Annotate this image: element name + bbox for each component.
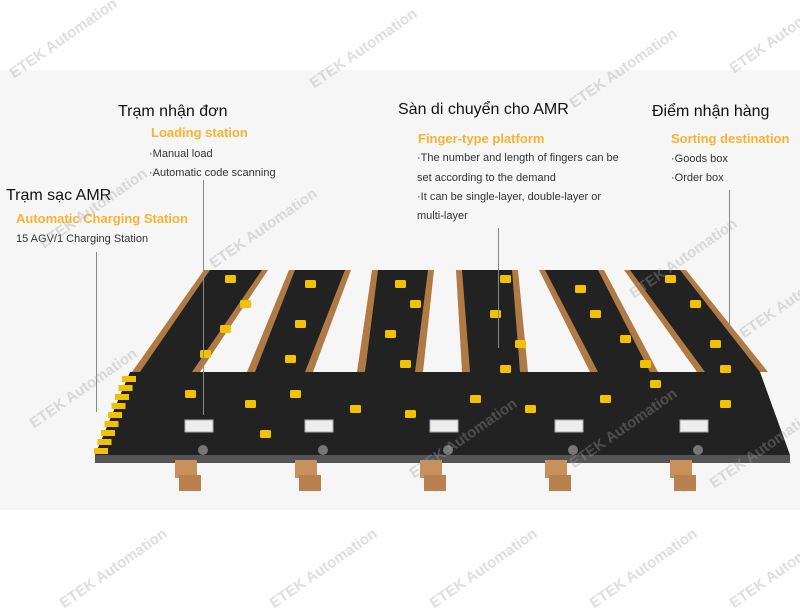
parcel-box [424,475,446,491]
amr-robot [260,430,271,438]
platform-edge [95,455,790,463]
platform-detail: ·The number and length of fingers can be [417,152,619,164]
amr-robot [720,400,731,408]
sorting-detail: ·Order box [671,172,724,184]
loading-scanner [429,419,459,433]
charging-robot [111,403,126,409]
loading-detail: ·Automatic code scanning [149,167,276,179]
amr-robot [620,335,631,343]
amr-robot [575,285,586,293]
parcel-box [295,460,317,478]
sorting-detail: ·Goods box [671,153,728,165]
platform-vn: Sàn di chuyển cho AMR [398,101,569,118]
sorting-pointer-line [729,190,730,330]
charging-robot [94,448,108,454]
charging-robot [118,385,133,391]
amr-robot [410,300,421,308]
amr-robot [185,390,196,398]
loading-station-en: Loading station [151,125,248,140]
charging-robot [104,421,119,427]
parcel-box [179,475,201,491]
operator [443,445,453,455]
amr-robot [500,365,511,373]
charging-detail: 15 AGV/1 Charging Station [16,233,149,245]
amr-robot [395,280,406,288]
charging-station-vn: Trạm sạc AMR [6,187,112,204]
amr-robot [665,275,676,283]
amr-robot [470,395,481,403]
amr-robot [350,405,361,413]
amr-robot [400,360,411,368]
charging-robot [101,430,115,436]
amr-robot [200,350,211,358]
parcel-box [549,475,571,491]
charging-robot [122,376,136,382]
charging-robot [115,394,129,400]
platform-finger [630,270,760,372]
parcel-box [420,460,442,478]
platform-finger [365,270,428,372]
loading-scanner [679,419,709,433]
amr-robot [515,340,526,348]
parcel-box [545,460,567,478]
amr-robot [590,310,601,318]
platform-finger [140,270,262,372]
amr-robot [385,330,396,338]
platform-en: Finger-type platform [418,131,545,146]
operator [198,445,208,455]
amr-robot [225,275,236,283]
platform-pointer-line [498,228,499,348]
charging-robot [108,412,122,418]
amr-robot [285,355,296,363]
amr-robot [720,365,731,373]
amr-robot [405,410,416,418]
platform-detail: ·It can be single-layer, double-layer or [417,191,602,203]
amr-robot [600,395,611,403]
amr-robot [690,300,701,308]
operator [693,445,703,455]
loading-scanner [184,419,214,433]
amr-robot [490,310,501,318]
operator [318,445,328,455]
amr-robot [220,325,231,333]
parcel-box [175,460,197,478]
amr-robot [650,380,661,388]
amr-robot [295,320,306,328]
amr-robot [640,360,651,368]
amr-robot [245,400,256,408]
amr-robot [710,340,721,348]
loading-detail: ·Manual load [149,148,213,160]
sorting-en: Sorting destination [671,131,790,146]
amr-robot [500,275,511,283]
operator [568,445,578,455]
sorting-vn: Điểm nhận hàng [652,103,770,120]
loading-scanner [554,419,584,433]
loading-pointer-line [203,180,204,415]
loading-station-vn: Trạm nhận đơn [118,103,228,120]
parcel-box [674,475,696,491]
charging-robot [97,439,112,445]
amr-robot [290,390,301,398]
platform-detail: multi-layer [417,210,468,222]
amr-robot [305,280,316,288]
platform-finger [545,270,650,372]
amr-robot [240,300,251,308]
platform-finger [462,270,520,372]
charging-station-en: Automatic Charging Station [16,211,188,226]
parcel-box [299,475,321,491]
loading-scanner [304,419,334,433]
parcel-box [670,460,692,478]
amr-robot [525,405,536,413]
charging-pointer-line [96,252,97,412]
platform-detail: set according to the demand [417,172,556,184]
